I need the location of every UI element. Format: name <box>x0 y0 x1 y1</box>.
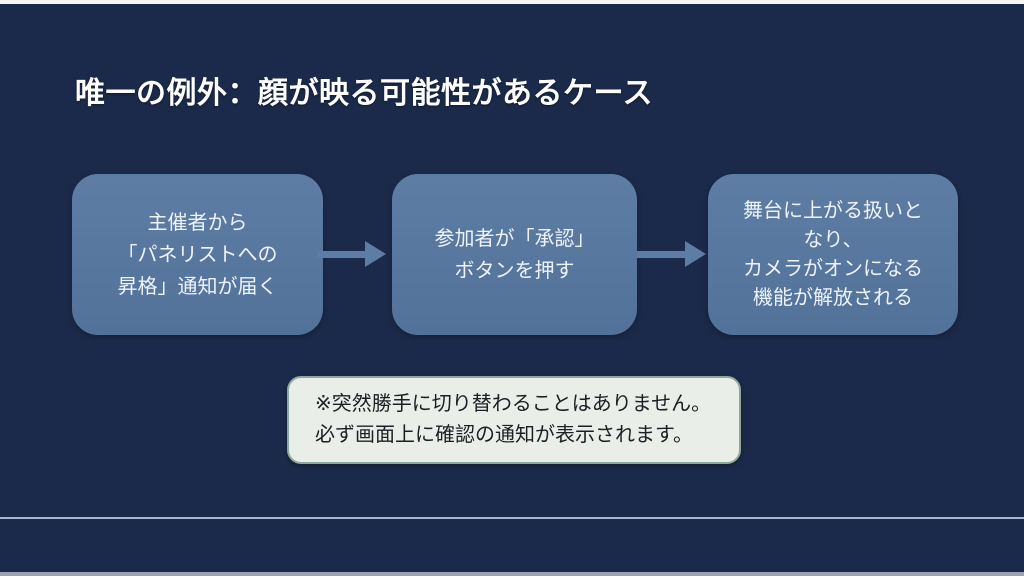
flow-step-3-line: 舞台に上がる扱いと <box>743 199 923 222</box>
flow-step-1-line: 「パネリストへの <box>117 243 278 266</box>
flow-step-3-text: 舞台に上がる扱いと なり、 カメラがオンになる 機能が解放される <box>708 197 958 313</box>
note-text-line: 必ず画面上に確認の通知が表示されます。 <box>315 424 693 446</box>
arrow-right-icon <box>317 241 386 267</box>
arrow-shaft <box>317 251 365 258</box>
flow-step-3: 舞台に上がる扱いと なり、 カメラがオンになる 機能が解放される <box>708 174 958 335</box>
divider-line <box>0 517 1024 519</box>
flow-step-1-line: 主催者から <box>147 211 248 234</box>
flow-step-1-line: 昇格」通知が届く <box>117 275 278 298</box>
note-box: ※突然勝手に切り替わることはありません。 必ず画面上に確認の通知が表示されます。 <box>287 376 741 464</box>
arrow-right-icon <box>637 241 706 267</box>
flow-step-1-text: 主催者から 「パネリストへの 昇格」通知が届く <box>72 207 323 303</box>
flow-step-3-line: なり、 <box>803 228 863 251</box>
arrow-head <box>685 241 706 267</box>
flow-step-2-line: 参加者が「承認」 <box>434 227 595 250</box>
flow-step-1: 主催者から 「パネリストへの 昇格」通知が届く <box>72 174 323 335</box>
arrow-head <box>365 241 386 267</box>
flow-step-3-line: 機能が解放される <box>753 286 913 309</box>
flow-step-2-text: 参加者が「承認」 ボタンを押す <box>392 223 637 287</box>
flow-step-2-line: ボタンを押す <box>454 259 575 282</box>
bottom-edge-strip <box>0 572 1024 576</box>
slide-title: 唯一の例外：顔が映る可能性があるケース <box>75 77 653 111</box>
arrow-shaft <box>637 251 685 258</box>
note-text-line: ※突然勝手に切り替わることはありません。 <box>315 393 712 415</box>
flow-step-2: 参加者が「承認」 ボタンを押す <box>392 174 637 335</box>
top-edge-strip <box>0 0 1024 4</box>
flow-step-3-line: カメラがオンになる <box>743 257 923 280</box>
